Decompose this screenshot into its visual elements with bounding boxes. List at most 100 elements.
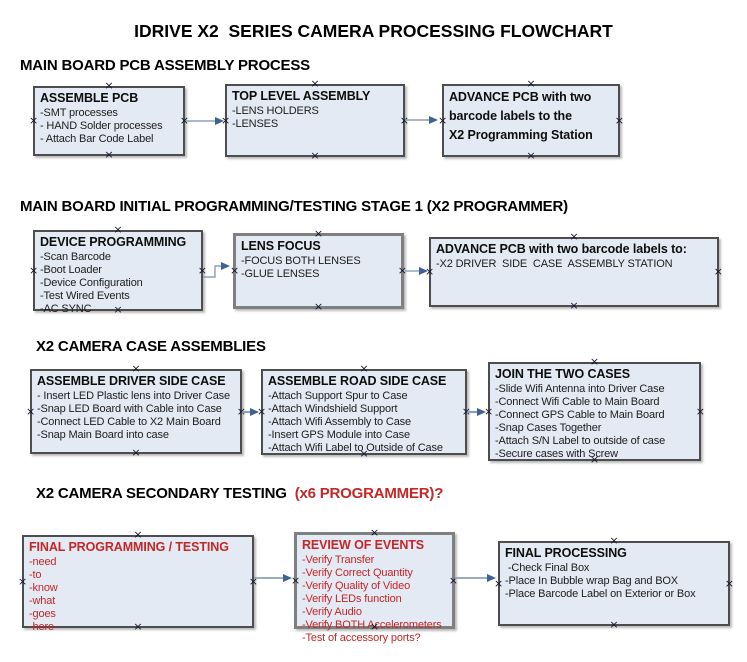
connection-point-icon: × — [313, 300, 324, 313]
box-title: ASSEMBLE PCB — [40, 91, 139, 105]
box-item: -Device Configuration — [40, 277, 143, 289]
box-item: -AC SYNC — [40, 303, 92, 315]
box-item: -GLUE LENSES — [241, 268, 320, 280]
connection-point-icon: × — [236, 404, 246, 418]
section-heading-camera-secondary-testing: X2 CAMERA SECONDARY TESTING (x6 PROGRAMM… — [36, 485, 443, 502]
box-item: -Place Barcode Label on Exterior or Box — [505, 588, 696, 600]
box-item: -Place In Bubble wrap Bag and BOX — [505, 575, 678, 587]
box-item: -X2 DRIVER SIDE CASE ASSEMBLY STATION — [436, 258, 673, 270]
connection-point-icon: × — [609, 618, 619, 631]
box-title: ASSEMBLE ROAD SIDE CASE — [268, 374, 447, 388]
box-item: -Verify Audio — [302, 606, 362, 618]
box-title: REVIEW OF EVENTS — [302, 538, 425, 552]
box-review-of-events: REVIEW OF EVENTS -Verify Transfer -Verif… — [291, 526, 458, 644]
page-title: IDRIVE X2 SERIES CAMERA PROCESSING FLOWC… — [134, 21, 613, 41]
box-item: -need — [29, 556, 57, 568]
connection-point-icon: × — [397, 264, 407, 277]
connection-point-icon: × — [494, 576, 504, 590]
connection-point-icon: × — [291, 573, 301, 587]
box-item: -Secure cases with Screw — [495, 448, 618, 460]
connection-point-icon: × — [310, 149, 320, 162]
box-item: -Insert GPS Module into Case — [268, 429, 410, 441]
connection-point-icon: × — [695, 404, 705, 418]
connection-point-icon: × — [369, 526, 380, 539]
connection-point-icon: × — [614, 113, 624, 127]
connection-point-icon: × — [359, 362, 369, 375]
box-item: -know — [29, 582, 58, 594]
box-top-level-assembly: TOP LEVEL ASSEMBLY -LENS HOLDERS -LENSES… — [221, 78, 409, 162]
section-heading-camera-case-assemblies: X2 CAMERA CASE ASSEMBLIES — [36, 338, 266, 355]
box-item: -Snap Cases Together — [495, 422, 602, 434]
box-item: -LENS HOLDERS — [232, 105, 319, 117]
connection-point-icon: × — [438, 113, 448, 127]
box-item: -LENSES — [232, 118, 279, 130]
connection-point-icon: × — [526, 77, 536, 90]
connection-point-icon: × — [18, 574, 28, 588]
connection-point-icon: × — [131, 446, 141, 459]
box-item: -Connect LED Cable to X2 Main Board — [37, 416, 221, 428]
connection-point-icon: × — [104, 148, 114, 161]
connection-point-icon: × — [461, 405, 471, 418]
connection-point-icon: × — [29, 114, 39, 127]
connection-point-icon: × — [724, 576, 734, 590]
connection-point-icon: × — [131, 362, 141, 375]
section-heading-main-board-pcb-assembly: MAIN BOARD PCB ASSEMBLY PROCESS — [20, 57, 310, 74]
connection-point-icon: × — [484, 404, 494, 418]
connection-point-icon: × — [221, 113, 231, 127]
box-item: -Connect GPS Cable to Main Board — [495, 409, 665, 421]
box-item: -Verify Transfer — [302, 554, 375, 566]
connection-point-icon: × — [113, 223, 123, 236]
connection-point-icon: × — [425, 265, 435, 278]
box-lens-focus: LENS FOCUS -FOCUS BOTH LENSES -GLUE LENS… — [230, 228, 407, 313]
section-heading-initial-programming-testing: MAIN BOARD INITIAL PROGRAMMING/TESTING S… — [20, 198, 568, 215]
box-item: -Test Wired Events — [40, 290, 130, 302]
box-item: -Verify LEDs function — [302, 593, 402, 605]
box-item: -goes — [29, 608, 56, 620]
box-item: -what — [29, 595, 56, 607]
box-item: -Attach Support Spur to Case — [268, 390, 408, 402]
connection-point-icon: × — [257, 405, 267, 418]
connection-point-icon: × — [104, 79, 114, 92]
box-item: -Verify BOTH Accelerometers — [302, 619, 442, 631]
box-join-the-two-cases: JOIN THE TWO CASES -Slide Wifi Antenna i… — [484, 356, 705, 465]
box-item: -SMT processes — [40, 107, 118, 119]
box-item: -to — [29, 569, 42, 581]
box-item: -FOCUS BOTH LENSES — [241, 255, 361, 267]
box-title: FINAL PROGRAMMING / TESTING — [29, 540, 229, 554]
box-assemble-pcb: ASSEMBLE PCB -SMT processes - HAND Solde… — [29, 80, 189, 161]
connection-point-icon: × — [609, 534, 619, 547]
connection-point-icon: × — [448, 573, 458, 587]
connection-point-icon: × — [133, 528, 143, 541]
connection-point-icon: × — [179, 114, 189, 127]
box-item: -Snap LED Board with Cable into Case — [37, 403, 222, 415]
box-item: -Attach Wifi Assembly to Case — [268, 416, 411, 428]
box-title: ADVANCE PCB with two barcode labels to: — [436, 242, 687, 256]
box-item: -Boot Loader — [40, 264, 102, 276]
connection-point-icon: × — [230, 264, 240, 277]
box-item: - HAND Solder processes — [40, 120, 163, 132]
connection-point-icon: × — [197, 263, 207, 277]
box-item: -Scan Barcode — [40, 251, 111, 263]
box-device-programming: DEVICE PROGRAMMING -Scan Barcode -Boot L… — [29, 224, 207, 315]
box-item: -Verify Quality of Video — [302, 580, 411, 592]
connection-point-icon: × — [310, 77, 320, 90]
box-item: -Check Final Box — [505, 562, 590, 574]
box-title: ASSEMBLE DRIVER SIDE CASE — [37, 374, 226, 388]
section-heading-text: MAIN BOARD PCB ASSEMBLY PROCESS — [20, 57, 310, 74]
connection-point-icon: × — [569, 299, 579, 312]
box-advance-pcb-programming-station: ADVANCE PCB with two barcode labels to t… — [438, 78, 624, 162]
box-title: ADVANCE PCB with two barcode labels to t… — [449, 90, 593, 142]
connection-point-icon: × — [248, 574, 258, 588]
connection-point-icon: × — [399, 113, 409, 127]
connection-point-icon: × — [569, 230, 579, 243]
section-heading-text: X2 CAMERA CASE ASSEMBLIES — [36, 338, 266, 355]
box-item: -Attach Windshield Support — [268, 403, 398, 415]
box-title: DEVICE PROGRAMMING — [40, 235, 187, 249]
box-assemble-driver-side-case: ASSEMBLE DRIVER SIDE CASE - Insert LED P… — [26, 363, 246, 459]
box-item: -Snap Main Board into case — [37, 429, 169, 441]
box-item: -Verify Correct Quantity — [302, 567, 413, 579]
connection-point-icon: × — [589, 355, 600, 368]
connection-point-icon: × — [526, 149, 536, 162]
box-title: FINAL PROCESSING — [505, 546, 627, 560]
